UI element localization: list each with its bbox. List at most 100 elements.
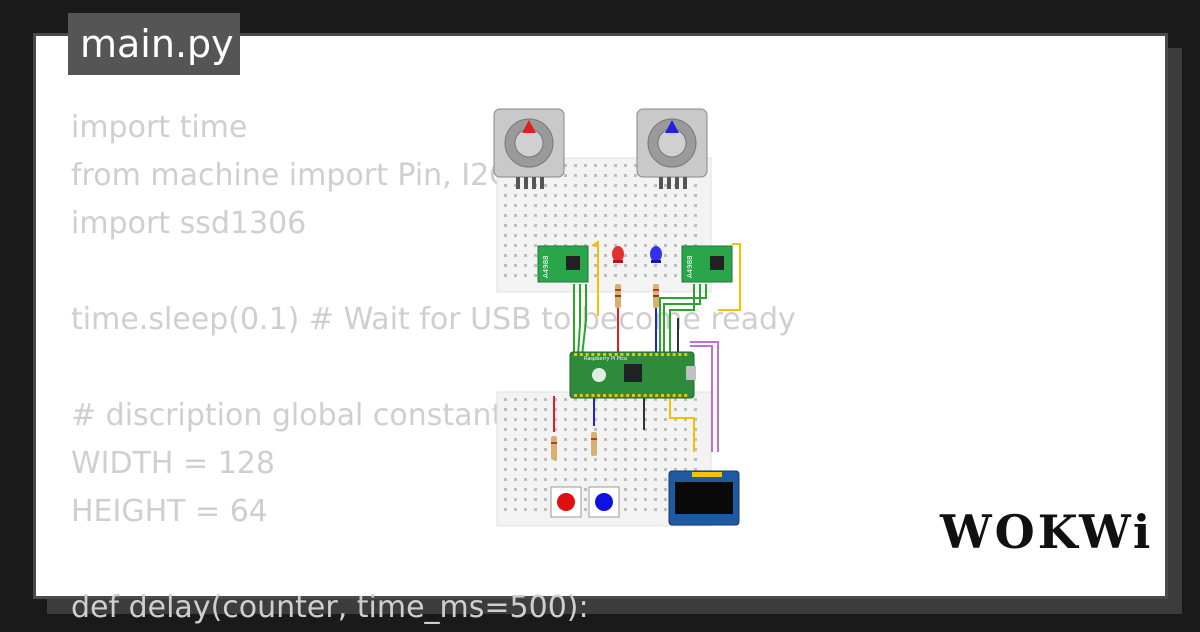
- breadboard-hole: [514, 508, 517, 511]
- breadboard-hole: [634, 204, 637, 207]
- breadboard-hole: [534, 448, 537, 451]
- breadboard-hole: [634, 498, 637, 501]
- breadboard-hole: [514, 264, 517, 267]
- breadboard-hole: [654, 214, 657, 217]
- breadboard-hole: [654, 408, 657, 411]
- breadboard-hole: [694, 468, 697, 471]
- breadboard-hole: [504, 224, 507, 227]
- breadboard-hole: [584, 478, 587, 481]
- breadboard-hole: [584, 488, 587, 491]
- breadboard-hole: [504, 274, 507, 277]
- breadboard-hole: [524, 488, 527, 491]
- breadboard-hole: [654, 478, 657, 481]
- breadboard-hole: [544, 398, 547, 401]
- breadboard-hole: [644, 214, 647, 217]
- breadboard-hole: [514, 468, 517, 471]
- breadboard-hole: [644, 448, 647, 451]
- breadboard-hole: [564, 408, 567, 411]
- breadboard-hole: [564, 468, 567, 471]
- breadboard-hole: [544, 478, 547, 481]
- breadboard-hole: [664, 224, 667, 227]
- breadboard-hole: [594, 174, 597, 177]
- breadboard-hole: [554, 234, 557, 237]
- breadboard-hole: [624, 428, 627, 431]
- breadboard-hole: [614, 458, 617, 461]
- breadboard-hole: [504, 264, 507, 267]
- breadboard-hole: [604, 418, 607, 421]
- oled-display: [668, 470, 740, 526]
- breadboard-hole: [654, 204, 657, 207]
- pico-pin: [678, 353, 682, 356]
- breadboard-hole: [544, 508, 547, 511]
- breadboard-hole: [694, 204, 697, 207]
- pico-pin: [608, 394, 612, 397]
- breadboard-hole: [594, 264, 597, 267]
- breadboard-hole: [674, 194, 677, 197]
- breadboard-hole: [644, 224, 647, 227]
- breadboard-hole: [504, 214, 507, 217]
- breadboard-hole: [634, 508, 637, 511]
- breadboard-hole: [584, 458, 587, 461]
- breadboard-hole: [634, 234, 637, 237]
- breadboard-hole: [514, 214, 517, 217]
- breadboard-hole: [674, 458, 677, 461]
- breadboard-hole: [574, 468, 577, 471]
- breadboard-hole: [564, 458, 567, 461]
- breadboard-hole: [524, 428, 527, 431]
- breadboard-hole: [604, 194, 607, 197]
- breadboard-hole: [504, 448, 507, 451]
- breadboard-hole: [654, 458, 657, 461]
- breadboard-hole: [524, 234, 527, 237]
- breadboard-hole: [604, 224, 607, 227]
- breadboard-hole: [644, 264, 647, 267]
- breadboard-hole: [624, 244, 627, 247]
- breadboard-hole: [524, 224, 527, 227]
- breadboard-hole: [584, 468, 587, 471]
- breadboard-hole: [634, 214, 637, 217]
- breadboard-hole: [544, 184, 547, 187]
- breadboard-hole: [554, 224, 557, 227]
- pico-pin: [672, 353, 676, 356]
- code-line: import time: [71, 110, 248, 145]
- breadboard-hole: [614, 398, 617, 401]
- breadboard-hole: [614, 264, 617, 267]
- breadboard-hole: [614, 224, 617, 227]
- breadboard-hole: [534, 224, 537, 227]
- resistor: [551, 436, 557, 460]
- raspberry-pi-pico: Raspberry Pi Pico: [569, 351, 696, 399]
- breadboard-hole: [654, 488, 657, 491]
- breadboard-hole: [574, 164, 577, 167]
- breadboard-hole: [624, 468, 627, 471]
- breadboard-hole: [534, 498, 537, 501]
- breadboard-hole: [654, 448, 657, 451]
- board-label: Raspberry Pi Pico: [584, 356, 627, 362]
- breadboard-hole: [634, 488, 637, 491]
- breadboard-hole: [584, 408, 587, 411]
- pico-pin: [661, 394, 664, 397]
- breadboard-hole: [614, 428, 617, 431]
- breadboard-hole: [694, 398, 697, 401]
- breadboard-hole: [584, 398, 587, 401]
- breadboard-hole: [634, 174, 637, 177]
- breadboard-hole: [574, 448, 577, 451]
- breadboard-hole: [604, 174, 607, 177]
- breadboard-hole: [534, 418, 537, 421]
- breadboard-hole: [594, 194, 597, 197]
- breadboard-hole: [644, 234, 647, 237]
- code-preview: import time from machine import Pin, I2C…: [71, 104, 796, 632]
- breadboard-hole: [504, 458, 507, 461]
- breadboard-hole: [664, 498, 667, 501]
- code-line: import ssd1306: [71, 206, 307, 241]
- breadboard-hole: [664, 254, 667, 257]
- breadboard-hole: [514, 448, 517, 451]
- breadboard-hole: [534, 468, 537, 471]
- breadboard-hole: [594, 468, 597, 471]
- breadboard-hole: [664, 398, 667, 401]
- breadboard-hole: [584, 438, 587, 441]
- breadboard-hole: [674, 428, 677, 431]
- circuit-diagram: A4988 A4988: [493, 108, 741, 527]
- breadboard-hole: [614, 418, 617, 421]
- pico-pin: [626, 353, 630, 356]
- breadboard-hole: [644, 428, 647, 431]
- breadboard-hole: [524, 468, 527, 471]
